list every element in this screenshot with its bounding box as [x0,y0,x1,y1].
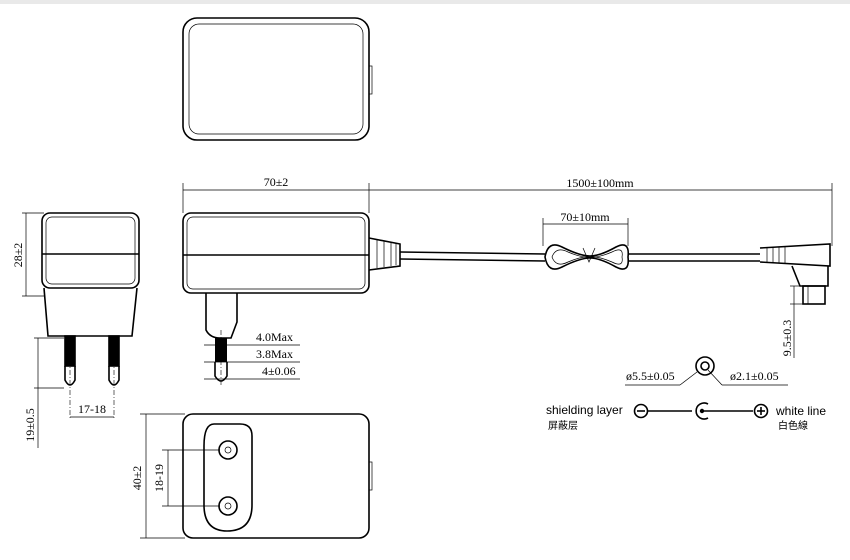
polarity-diagram: shielding layer 屏蔽层 white line 白色線 [546,402,826,432]
top-view [182,17,373,141]
pin-spacing-label: 17-18 [78,402,106,416]
dim-height: 28±2 [11,212,44,297]
plug-length-label: 9.5±0.3 [780,320,794,357]
height-label: 28±2 [11,243,25,268]
dim-pin-spacing: 17-18 [70,402,114,418]
cable-length-label: 1500±100mm [566,176,634,190]
outer-diameter-label: ø5.5±0.05 [626,369,675,383]
shielding-label: shielding layer [546,403,623,417]
white-line-label: white line [775,404,826,418]
dim-bundle-length: 70±10mm [542,210,629,246]
pin-dia-max-label: 4.0Max [256,330,293,344]
pin-spacing-bottom-label: 18-19 [152,464,166,492]
width-label: 70±2 [264,175,289,189]
minus-icon [633,403,649,419]
polarity-c-icon [695,402,709,420]
white-cn-label: 白色線 [778,419,808,432]
dim-pin-spacing-bottom: 18-19 [152,449,220,507]
top-strip [0,0,850,4]
dim-width: 70±2 [182,175,370,213]
pin-dia-mid-label: 3.8Max [256,347,293,361]
pin-dia-tol-label: 4±0.06 [262,364,296,378]
bottom-view [182,413,373,539]
dim-depth: 40±2 [130,413,185,539]
shielding-cn-label: 屏蔽层 [548,420,578,432]
dim-pin-diameters: 4.0Max 3.8Max 4±0.06 [204,330,300,380]
cable [399,243,831,305]
bundle-length-label: 70±10mm [560,210,610,224]
inner-diameter-label: ø2.1±0.05 [730,369,779,383]
dim-pin-length: 19±0.5 [23,337,64,448]
dc-plug-end: ø5.5±0.05 ø2.1±0.05 [625,356,788,386]
dim-cable-length: 1500±100mm [369,176,833,246]
side-view [41,212,140,420]
depth-label: 40±2 [130,466,144,491]
plus-icon [753,403,769,419]
front-view [182,212,401,386]
pin-length-label: 19±0.5 [23,408,37,442]
dim-plug-length: 9.5±0.3 [780,285,803,358]
